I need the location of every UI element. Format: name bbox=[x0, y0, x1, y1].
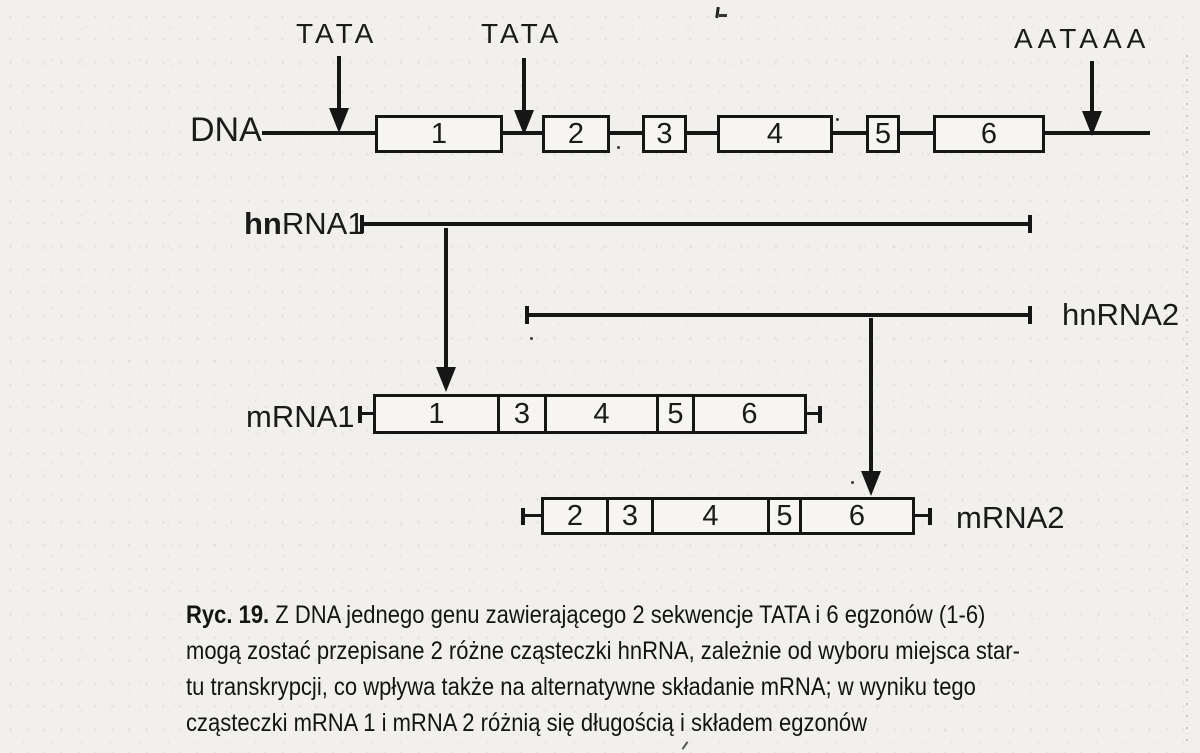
dna-label: DNA bbox=[190, 111, 262, 149]
arrow-shaft bbox=[337, 56, 341, 108]
tata-signal-label-1: TATA bbox=[296, 18, 378, 49]
dna-exon-box-6: 6 bbox=[933, 115, 1045, 153]
arrow-shaft bbox=[522, 58, 526, 110]
mrna1-exon-number: 3 bbox=[513, 397, 531, 430]
ink-speck bbox=[851, 481, 854, 484]
mrna1-exon-box-4: 4 bbox=[544, 394, 659, 434]
line-end-tick bbox=[525, 306, 529, 324]
dna-exon-box-4: 4 bbox=[717, 115, 833, 153]
arrow-shaft bbox=[1090, 61, 1094, 111]
mrna2-exon-box-5: 5 bbox=[767, 497, 802, 535]
mrna2-right-stub bbox=[915, 514, 929, 517]
dna-exon-box-5: 5 bbox=[866, 115, 900, 153]
mrna1-exon-number: 4 bbox=[593, 397, 610, 430]
mrna2-exon-box-4: 4 bbox=[651, 497, 770, 535]
mrna2-exon-box-2: 2 bbox=[541, 497, 609, 535]
mrna1-label: mRNA1 bbox=[246, 399, 355, 434]
mrna2-left-stub bbox=[521, 514, 541, 517]
dna-exon-number: 2 bbox=[567, 117, 585, 150]
mrna2-exon-row: 2 3 4 5 6 bbox=[541, 497, 915, 535]
dna-exon-number: 5 bbox=[874, 117, 892, 150]
mrna1-exon-number: 1 bbox=[428, 397, 445, 430]
dna-exon-number: 4 bbox=[766, 117, 784, 150]
arrow-head bbox=[1082, 111, 1102, 136]
hnrna1-label: hnRNA1 bbox=[244, 206, 365, 242]
mrna1-right-tick bbox=[818, 406, 822, 423]
arrow-head bbox=[436, 367, 456, 392]
mrna1-exon-row: 1 3 4 5 6 bbox=[373, 394, 807, 434]
ink-speck bbox=[836, 118, 839, 121]
caption-line-3: tu transkrypcji, co wpływa także na alte… bbox=[186, 673, 976, 701]
mrna2-exon-box-6: 6 bbox=[799, 497, 915, 535]
hnrna2-line bbox=[525, 306, 1032, 324]
mrna1-exon-number: 6 bbox=[741, 397, 758, 430]
ink-speck bbox=[530, 337, 533, 340]
tata-signal-label-2: TATA bbox=[481, 18, 563, 49]
ink-slash-mark bbox=[681, 741, 689, 750]
line-end-tick bbox=[360, 215, 364, 233]
dna-exon-number: 6 bbox=[980, 117, 998, 150]
mrna1-right-stub bbox=[807, 412, 820, 415]
caption-line-1-text: Z DNA jednego genu zawierającego 2 sekwe… bbox=[269, 601, 986, 629]
dna-exon-number: 3 bbox=[656, 117, 673, 150]
arrow-head bbox=[329, 108, 349, 133]
dna-line bbox=[262, 131, 1150, 135]
arrow-shaft bbox=[444, 228, 448, 367]
hnrna1-label-rest: RNA1 bbox=[281, 206, 365, 241]
mrna2-exon-number: 4 bbox=[702, 499, 719, 532]
tata2-arrow-icon bbox=[513, 58, 535, 135]
mrna1-left-stub bbox=[358, 412, 374, 415]
mrna1-exon-box-6: 6 bbox=[692, 394, 807, 434]
mrna2-exon-number: 3 bbox=[621, 499, 639, 532]
mrna1-exon-box-3: 3 bbox=[497, 394, 547, 434]
arrow-head bbox=[861, 471, 881, 496]
mrna1-exon-number: 5 bbox=[667, 397, 684, 430]
mrna2-right-tick bbox=[928, 508, 932, 525]
caption-line-4: cząsteczki mRNA 1 i mRNA 2 różnią się dł… bbox=[186, 709, 868, 737]
ink-speck bbox=[617, 146, 620, 149]
dna-exon-number: 1 bbox=[430, 117, 448, 150]
hnrna2-label: hnRNA2 bbox=[1062, 297, 1180, 332]
scan-artifact-vertical-line bbox=[1186, 55, 1188, 745]
mrna2-exon-number: 5 bbox=[776, 499, 793, 532]
mrna2-exon-number: 2 bbox=[566, 499, 584, 532]
dna-exon-box-1: 1 bbox=[375, 115, 503, 153]
line-end-tick bbox=[1028, 215, 1032, 233]
mrna2-exon-box-3: 3 bbox=[606, 497, 654, 535]
figure-caption: Ryc. 19. Z DNA jednego genu zawierająceg… bbox=[186, 597, 1086, 741]
polya-arrow-icon bbox=[1081, 61, 1103, 136]
caption-line-2: mogą zostać przepisane 2 różne cząsteczk… bbox=[186, 637, 1020, 665]
mrna2-label: mRNA2 bbox=[956, 500, 1065, 535]
hnrna1-label-bold: hn bbox=[244, 206, 282, 241]
ink-mark bbox=[714, 7, 728, 19]
tata1-arrow-icon bbox=[328, 56, 350, 133]
arrow-head bbox=[514, 110, 534, 135]
polya-signal-label: AATAAA bbox=[1014, 23, 1151, 54]
hnrna1-line bbox=[360, 215, 1032, 233]
hnrna2-to-mrna2-arrow-icon bbox=[860, 318, 882, 496]
mrna1-exon-box-5: 5 bbox=[656, 394, 695, 434]
hnrna1-to-mrna1-arrow-icon bbox=[435, 228, 457, 392]
caption-figure-number: Ryc. 19. bbox=[186, 601, 270, 629]
line-end-tick bbox=[1028, 306, 1032, 324]
dna-exon-box-3: 3 bbox=[642, 115, 687, 153]
dna-exon-box-2: 2 bbox=[542, 115, 610, 153]
arrow-shaft bbox=[869, 318, 873, 471]
mrna2-exon-number: 6 bbox=[848, 499, 866, 532]
caption-line-1: Ryc. 19. Z DNA jednego genu zawierająceg… bbox=[186, 597, 985, 633]
mrna1-exon-box-1: 1 bbox=[373, 394, 500, 434]
